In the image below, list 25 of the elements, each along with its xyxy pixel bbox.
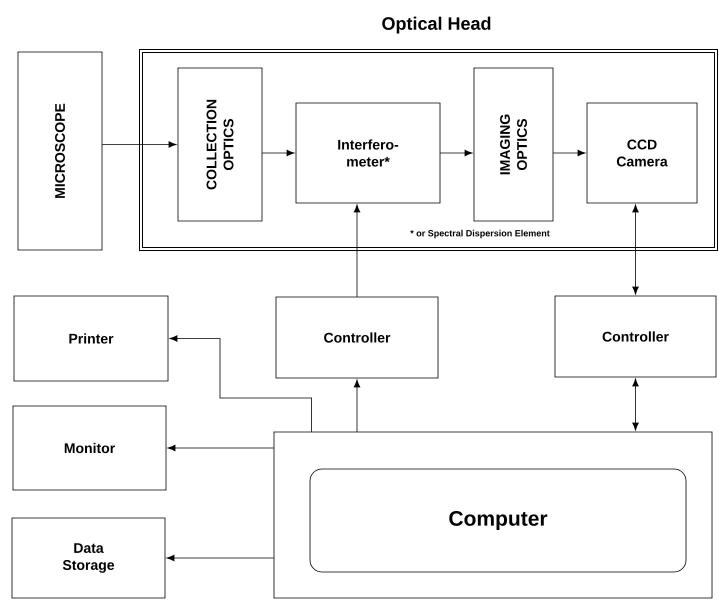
footnote: * or Spectral Dispersion Element bbox=[410, 230, 550, 238]
arrow bbox=[262, 150, 294, 156]
arrow bbox=[102, 141, 176, 148]
block-box: CCD Camera bbox=[586, 102, 698, 204]
block-box: Data Storage bbox=[12, 518, 166, 598]
computer-box: Computer bbox=[310, 468, 686, 572]
block-box: Controller bbox=[276, 296, 438, 378]
node-label: Optical Head bbox=[382, 16, 490, 34]
computer-case bbox=[274, 432, 712, 598]
arrow bbox=[168, 444, 274, 452]
arrow bbox=[166, 554, 274, 562]
arrow bbox=[354, 380, 360, 432]
block-box: MICROSCOPE bbox=[18, 52, 102, 250]
block-box: COLLECTION OPTICS bbox=[178, 68, 262, 222]
arrow bbox=[440, 150, 472, 156]
arrow bbox=[632, 378, 639, 430]
arrow bbox=[553, 150, 586, 156]
arrow bbox=[354, 204, 360, 297]
block-box: IMAGING OPTICS bbox=[474, 68, 554, 222]
block-box: Controller bbox=[554, 296, 716, 378]
arrow bbox=[170, 335, 312, 432]
arrow bbox=[632, 204, 639, 294]
block-box: Printer bbox=[14, 296, 168, 382]
block-box: Monitor bbox=[12, 406, 166, 490]
block-box: Interfero- meter* bbox=[296, 102, 440, 204]
